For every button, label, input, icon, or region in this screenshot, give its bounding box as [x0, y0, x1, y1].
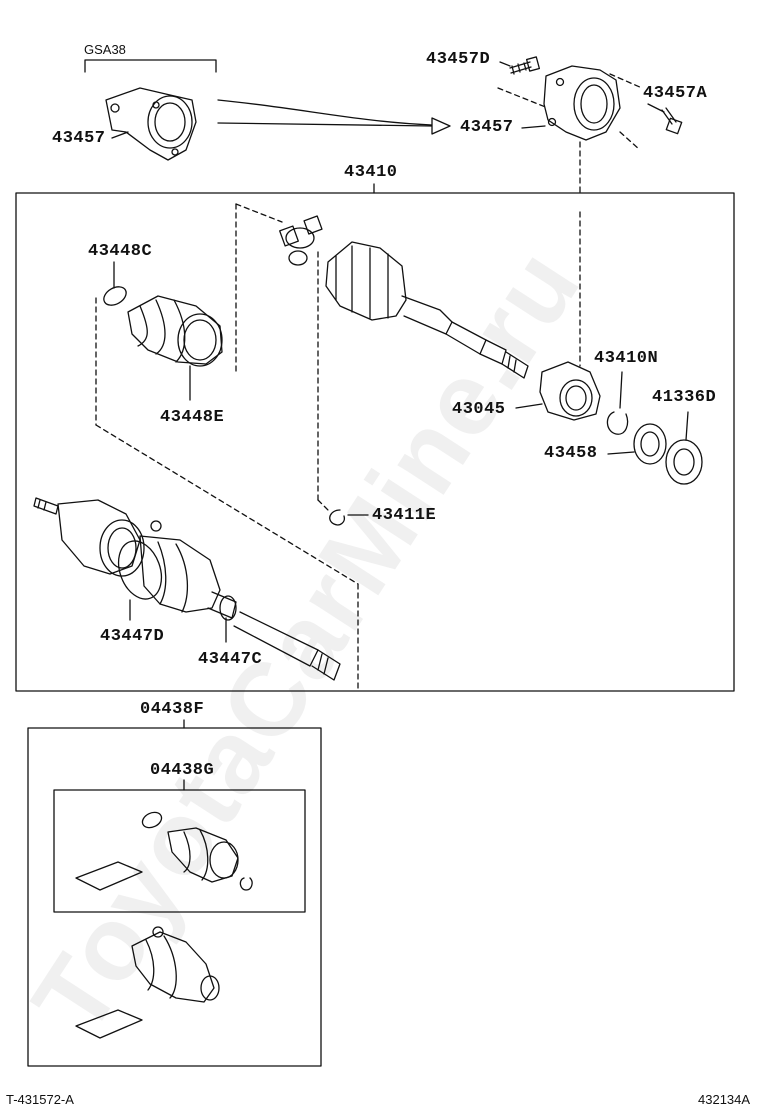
label-43410: 43410	[344, 163, 398, 182]
leader-43457D	[499, 61, 511, 67]
label-43457-right: 43457	[460, 118, 514, 137]
dashed-guides-inner	[95, 203, 359, 689]
label-04438G: 04438G	[150, 761, 215, 780]
inner-shaft	[401, 295, 529, 379]
outer-boot-43447D	[57, 499, 221, 613]
arrow-curve-top	[217, 99, 433, 126]
inner-boot-43448E	[127, 295, 223, 367]
clamp-43448C	[103, 286, 127, 306]
leader-41336D	[685, 411, 689, 441]
label-43410N: 43410N	[594, 349, 659, 368]
bearing-bracket-right	[543, 65, 621, 141]
label-43447C: 43447C	[198, 650, 263, 669]
snap-ring-43411E	[329, 509, 346, 526]
ref-left: T-431572-A	[6, 1092, 74, 1107]
label-43457D: 43457D	[426, 50, 491, 69]
label-43448E: 43448E	[160, 408, 225, 427]
tripod-spider	[279, 215, 323, 266]
bearing-housing-43045	[539, 361, 601, 421]
clamp-small-upper	[150, 520, 162, 532]
kit-04438F-frame	[27, 727, 322, 1067]
leader-43458	[607, 451, 635, 455]
kit-04438G-frame	[53, 789, 306, 913]
outer-joint-stub	[33, 497, 59, 515]
kit-g-clamp-large	[141, 811, 163, 829]
bolt-43457D	[509, 56, 541, 75]
bearing-bracket-left	[105, 87, 197, 161]
kit-g-snap-ring	[239, 877, 253, 891]
arrow-head	[431, 117, 451, 135]
leader-43410N	[619, 371, 623, 409]
dashed-guides-top	[497, 73, 643, 367]
kit-g-boot	[167, 827, 239, 883]
label-43045: 43045	[452, 400, 506, 419]
seal-41336D	[665, 439, 703, 485]
outer-shaft	[207, 591, 341, 681]
leader-43457-right	[521, 125, 546, 129]
leader-43457-left	[111, 131, 129, 139]
label-gsa38: GSA38	[84, 42, 126, 57]
inner-joint-housing	[325, 241, 407, 321]
label-41336D: 41336D	[652, 388, 717, 407]
assembly-43410-frame	[15, 192, 735, 692]
gsa38-bracket	[84, 59, 217, 73]
label-43411E: 43411E	[372, 506, 437, 525]
bearing-43458	[633, 423, 667, 465]
leader-43457A	[647, 103, 665, 113]
label-43457A: 43457A	[643, 84, 708, 103]
kit-f-boot	[131, 926, 220, 1003]
ring-43410N	[606, 411, 629, 435]
label-43457-left: 43457	[52, 129, 106, 148]
label-43447D: 43447D	[100, 627, 165, 646]
label-43458: 43458	[544, 444, 598, 463]
kit-g-grease-packet	[75, 861, 143, 891]
kit-f-grease-packet	[75, 1009, 143, 1039]
ref-right: 432134A	[698, 1092, 751, 1107]
arrow-line-bottom	[217, 122, 433, 127]
bolt-43457A	[661, 107, 683, 135]
leader-43045	[515, 403, 543, 409]
label-04438F: 04438F	[140, 700, 205, 719]
label-43448C: 43448C	[88, 242, 153, 261]
